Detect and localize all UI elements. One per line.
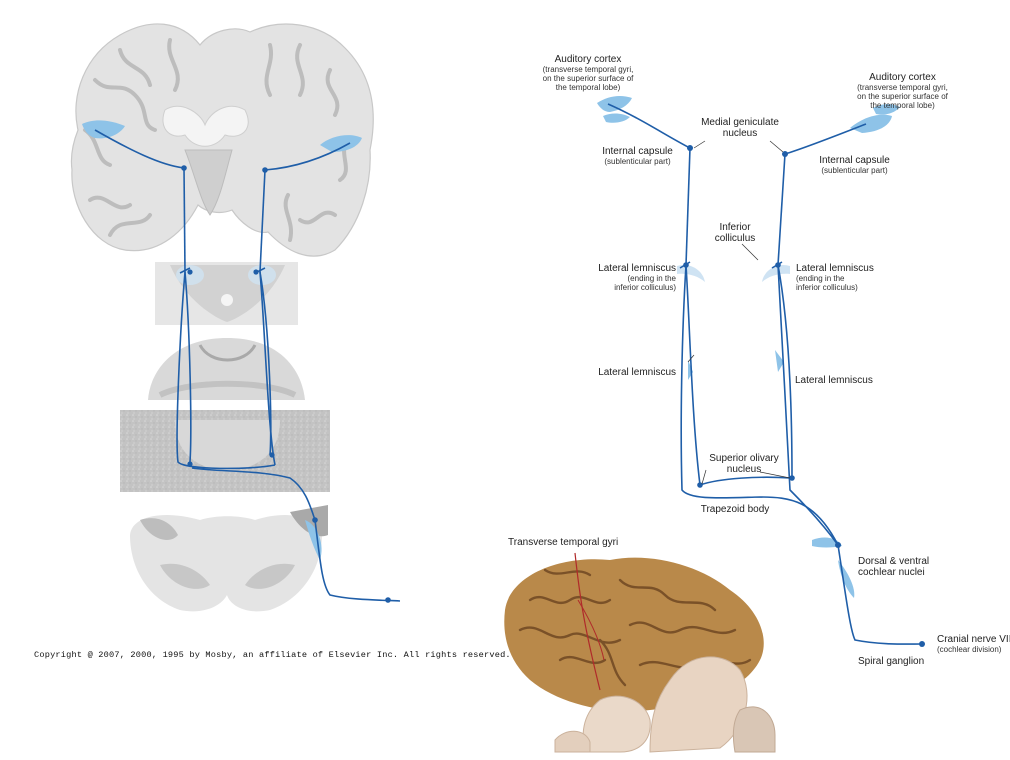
auditory-cortex-left-sub1: (transverse temporal gyri, bbox=[542, 65, 634, 74]
cochlear-nuclei-line2: cochlear nuclei bbox=[858, 567, 925, 578]
lateral-lemniscus-ending-right-title: Lateral lemniscus bbox=[796, 263, 874, 274]
internal-capsule-right-sub: (sublenticular part) bbox=[821, 166, 888, 175]
lateral-lemniscus-ending-right-sub1: (ending in the bbox=[796, 274, 845, 283]
internal-capsule-left-title: Internal capsule bbox=[602, 146, 673, 157]
superior-olivary-line1: Superior olivary bbox=[709, 453, 779, 464]
auditory-cortex-left-label: Auditory cortex (transverse temporal gyr… bbox=[528, 54, 648, 92]
auditory-cortex-right-sub2: on the superior surface of bbox=[857, 92, 948, 101]
copyright-notice: Copyright @ 2007, 2000, 1995 by Mosby, a… bbox=[34, 650, 511, 660]
superior-olivary-line2: nucleus bbox=[726, 464, 762, 475]
trapezoid-body-label: Trapezoid body bbox=[700, 504, 770, 515]
internal-capsule-left-label: Internal capsule (sublenticular part) bbox=[595, 146, 680, 166]
lateral-lemniscus-left-label: Lateral lemniscus bbox=[598, 367, 676, 378]
pons-section bbox=[148, 338, 305, 400]
inferior-colliculus-line2: colliculus bbox=[714, 233, 756, 244]
cochlear-nuclei-label: Dorsal & ventral cochlear nuclei bbox=[858, 556, 948, 578]
auditory-cortex-right-sub3: the temporal lobe) bbox=[870, 101, 935, 110]
internal-capsule-right-label: Internal capsule (sublenticular part) bbox=[812, 155, 897, 175]
lateral-lemniscus-ending-left-label: Lateral lemniscus (ending in the inferio… bbox=[590, 263, 676, 292]
auditory-cortex-right-sub1: (transverse temporal gyri, bbox=[857, 83, 948, 92]
cochlear-nuclei-line1: Dorsal & ventral bbox=[858, 556, 930, 567]
internal-capsule-left-sub: (sublenticular part) bbox=[604, 157, 671, 166]
superior-olivary-label: Superior olivary nucleus bbox=[702, 453, 786, 475]
auditory-cortex-left-title: Auditory cortex bbox=[554, 54, 622, 65]
lateral-lemniscus-ending-left-sub1: (ending in the bbox=[627, 274, 676, 283]
transverse-temporal-gyri-label: Transverse temporal gyri bbox=[508, 537, 619, 548]
inferior-colliculus-label: Inferior colliculus bbox=[705, 222, 765, 244]
right-pathway-nodes bbox=[683, 145, 925, 647]
brain-photo bbox=[504, 552, 776, 753]
cranial-nerve-label: Cranial nerve VIII (cochlear division) bbox=[937, 634, 1010, 654]
medulla-lower-section bbox=[130, 505, 328, 612]
medial-geniculate-line1: Medial geniculate bbox=[701, 117, 779, 128]
lateral-lemniscus-ending-left-sub2: inferior colliculus) bbox=[614, 283, 676, 292]
right-pathway-lines bbox=[607, 103, 923, 645]
inferior-colliculus-line1: Inferior bbox=[719, 222, 751, 233]
medial-geniculate-line2: nucleus bbox=[722, 128, 758, 139]
internal-capsule-right-title: Internal capsule bbox=[819, 155, 890, 166]
lateral-lemniscus-ending-left-title: Lateral lemniscus bbox=[598, 263, 676, 274]
auditory-cortex-right-title: Auditory cortex bbox=[869, 72, 936, 83]
cranial-nerve-sub: (cochlear division) bbox=[937, 645, 1002, 654]
auditory-cortex-right-label: Auditory cortex (transverse temporal gyr… bbox=[840, 72, 965, 110]
lateral-lemniscus-ending-right-label: Lateral lemniscus (ending in the inferio… bbox=[796, 263, 886, 292]
gyri-texture bbox=[83, 38, 352, 242]
medulla-upper-section bbox=[120, 410, 330, 492]
cranial-nerve-title: Cranial nerve VIII bbox=[937, 634, 1010, 645]
lateral-lemniscus-right-label: Lateral lemniscus bbox=[795, 375, 873, 386]
left-pathway-lines bbox=[94, 129, 401, 602]
medial-geniculate-label: Medial geniculate nucleus bbox=[690, 117, 790, 139]
lateral-lemniscus-ending-right-sub2: inferior colliculus) bbox=[796, 283, 858, 292]
coronal-brain-section bbox=[70, 23, 374, 257]
spiral-ganglion-label: Spiral ganglion bbox=[858, 656, 925, 667]
leader-lines bbox=[687, 140, 791, 485]
midbrain-section bbox=[155, 262, 298, 325]
auditory-cortex-left-sub2: on the superior surface of bbox=[542, 74, 634, 83]
auditory-cortex-left-sub3: the temporal lobe) bbox=[555, 83, 621, 92]
left-pathway-nodes bbox=[181, 165, 391, 603]
